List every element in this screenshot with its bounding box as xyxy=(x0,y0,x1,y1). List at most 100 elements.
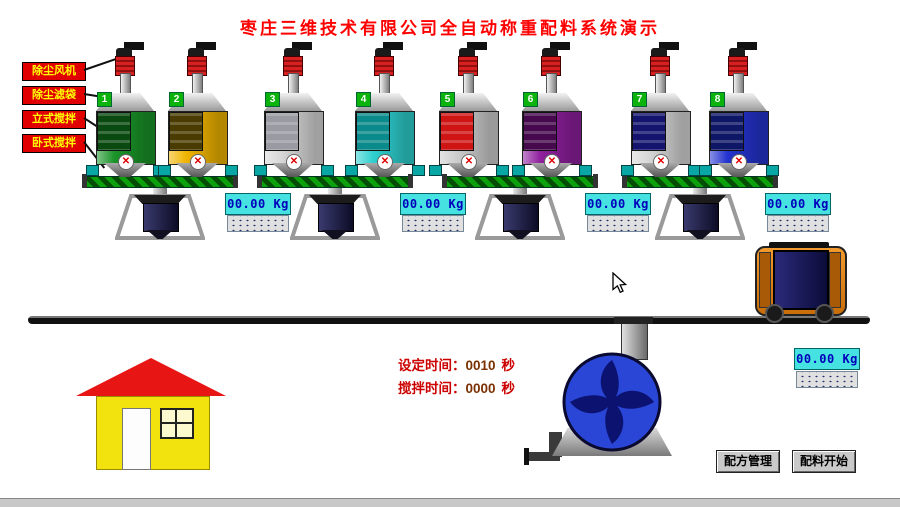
tank-number-badge: 2 xyxy=(169,92,184,107)
feed-tank-7: 7 ✕ xyxy=(621,42,701,192)
side-valve-icon xyxy=(621,165,634,176)
tank-material-fill xyxy=(523,112,557,151)
window-bar xyxy=(175,410,177,437)
discharge-valve-icon[interactable]: ✕ xyxy=(653,154,669,170)
weight-display-2[interactable]: 00.00 Kg xyxy=(400,193,466,215)
motor-shaft xyxy=(120,73,131,96)
tank-material-fill xyxy=(169,112,203,151)
tank-body[interactable] xyxy=(168,111,228,165)
discharge-valve-icon[interactable]: ✕ xyxy=(731,154,747,170)
motor-cap xyxy=(284,48,300,57)
conveyor-end-cap xyxy=(82,174,87,188)
feed-tank-5: 5 ✕ xyxy=(429,42,509,192)
motor-cap xyxy=(375,48,391,57)
page-title: 枣庄三维技术有限公司全自动称重配料系统演示 xyxy=(240,19,660,38)
weigh-hopper-cone xyxy=(507,230,533,239)
side-valve-icon xyxy=(254,165,267,176)
belt-scale-keypad xyxy=(796,371,858,388)
motor-flag xyxy=(467,42,487,50)
belt-scale-display[interactable]: 00.00 Kg xyxy=(794,348,860,370)
building-roof xyxy=(76,358,226,396)
motor-flag xyxy=(383,42,403,50)
transfer-cart[interactable] xyxy=(753,240,847,324)
side-valve-icon xyxy=(158,165,171,176)
batch-start-button[interactable]: 配料开始 xyxy=(792,450,856,473)
tank-number-badge: 8 xyxy=(710,92,725,107)
set-time-unit: 秒 xyxy=(501,358,516,373)
display-keypad xyxy=(402,215,464,232)
weight-display-3[interactable]: 00.00 Kg xyxy=(585,193,651,215)
discharge-valve-icon[interactable]: ✕ xyxy=(377,154,393,170)
weigh-hopper-top xyxy=(134,195,186,204)
cart-wheel xyxy=(765,304,784,323)
discharge-valve-icon[interactable]: ✕ xyxy=(286,154,302,170)
tank-number-badge: 7 xyxy=(632,92,647,107)
tank-material-fill xyxy=(440,112,474,151)
cart-side-panel xyxy=(759,252,771,308)
display-keypad xyxy=(227,215,289,232)
discharge-valve-icon[interactable]: ✕ xyxy=(190,154,206,170)
weigh-hopper xyxy=(503,203,539,232)
feed-tank-4: 4 ✕ xyxy=(345,42,425,192)
tank-number-badge: 4 xyxy=(356,92,371,107)
display-keypad xyxy=(767,215,829,232)
motor-cap xyxy=(188,48,204,57)
tank-material-fill xyxy=(265,112,299,151)
building-window xyxy=(160,408,194,439)
legend-dust-fan: 除尘风机 xyxy=(22,62,86,81)
discharge-valve-icon[interactable]: ✕ xyxy=(544,154,560,170)
conveyor-end-cap xyxy=(593,174,598,188)
conveyor-belt xyxy=(28,316,870,324)
side-valve-icon xyxy=(429,165,442,176)
tank-number-badge: 5 xyxy=(440,92,455,107)
mouse-cursor xyxy=(612,272,628,294)
building-door xyxy=(122,408,151,470)
mixer-impeller-icon[interactable] xyxy=(560,350,664,454)
weigh-hopper-cone xyxy=(687,230,713,239)
legend-vertical-mixer: 立式搅拌 xyxy=(22,110,86,129)
weigh-station-1: 00.00 Kg xyxy=(82,168,291,240)
feed-tank-2: 2 ✕ xyxy=(158,42,238,192)
mix-time-unit: 秒 xyxy=(501,381,516,396)
side-valve-icon xyxy=(496,165,509,176)
recipe-manage-button[interactable]: 配方管理 xyxy=(716,450,780,473)
set-time-label: 设定时间： xyxy=(398,358,466,373)
window-bar xyxy=(162,422,192,424)
set-time-value[interactable]: 0010 xyxy=(465,358,496,373)
side-valve-icon xyxy=(321,165,334,176)
motor-shaft xyxy=(192,73,203,96)
side-valve-icon xyxy=(225,165,238,176)
cart-lid xyxy=(769,242,829,248)
side-valve-icon xyxy=(345,165,358,176)
side-valve-icon xyxy=(699,165,712,176)
motor-flag xyxy=(550,42,570,50)
conveyor-end-cap xyxy=(257,174,262,188)
feed-tank-1: 1 ✕ xyxy=(86,42,166,192)
conveyor-end-cap xyxy=(773,174,778,188)
side-valve-icon xyxy=(512,165,525,176)
tank-body[interactable] xyxy=(439,111,499,165)
weigh-hopper-top xyxy=(309,195,361,204)
conveyor-end-cap xyxy=(408,174,413,188)
weight-display-1[interactable]: 00.00 Kg xyxy=(225,193,291,215)
weight-display-4[interactable]: 00.00 Kg xyxy=(765,193,831,215)
discharge-valve-icon[interactable]: ✕ xyxy=(461,154,477,170)
motor-shaft xyxy=(379,73,390,96)
weigh-station-4: 00.00 Kg xyxy=(622,168,831,240)
legend-horizontal-mixer: 卧式搅拌 xyxy=(22,134,86,153)
side-valve-icon xyxy=(579,165,592,176)
weigh-hopper-cone xyxy=(147,230,173,239)
tank-material-fill xyxy=(97,112,131,151)
display-keypad xyxy=(587,215,649,232)
weigh-hopper xyxy=(318,203,354,232)
feed-tank-3: 3 ✕ xyxy=(254,42,334,192)
pipe-flange xyxy=(524,448,529,465)
side-valve-icon xyxy=(766,165,779,176)
discharge-valve-icon[interactable]: ✕ xyxy=(118,154,134,170)
cart-wheel xyxy=(815,304,834,323)
motor-flag xyxy=(124,42,144,50)
motor-cap xyxy=(542,48,558,57)
cart-container xyxy=(773,250,829,310)
motor-shaft xyxy=(288,73,299,96)
